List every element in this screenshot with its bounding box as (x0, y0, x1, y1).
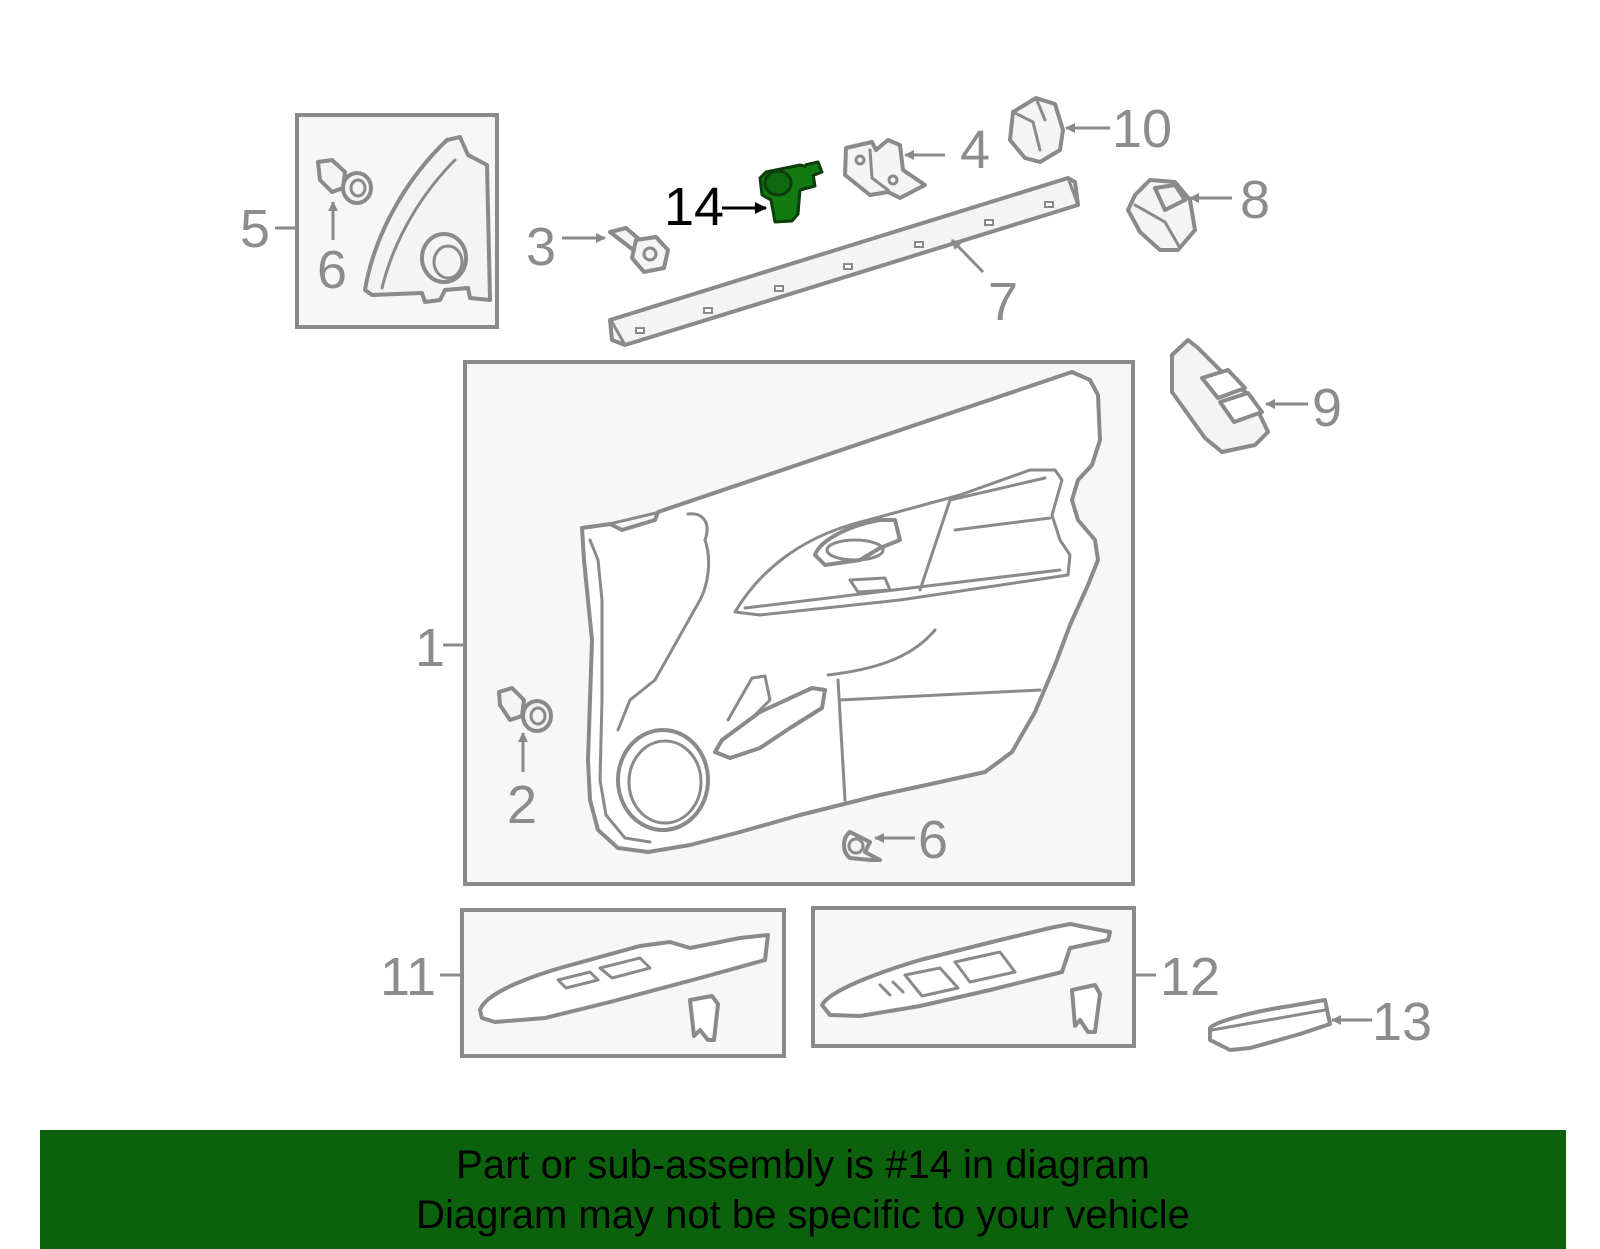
label-9: 9 (1312, 378, 1342, 438)
label-2: 2 (507, 775, 537, 835)
switch-part-10 (1008, 96, 1065, 164)
label-4: 4 (960, 120, 990, 180)
banner-line-1: Part or sub-assembly is #14 in diagram (456, 1143, 1150, 1187)
banner-line-2: Diagram may not be specific to your vehi… (416, 1193, 1190, 1237)
armrest-pad-part-13 (1208, 998, 1332, 1052)
label-3: 3 (526, 217, 556, 277)
armrest-base-part-12 (820, 922, 1112, 1034)
window-switch-part-9 (1170, 338, 1270, 454)
armrest-base-part-11 (478, 933, 770, 1042)
weatherstrip-part-7 (608, 176, 1080, 347)
label-8: 8 (1240, 170, 1270, 230)
label-6-top: 6 (317, 240, 347, 300)
label-10: 10 (1112, 99, 1172, 159)
label-12: 12 (1160, 947, 1220, 1007)
bracket-part-4 (843, 138, 927, 200)
label-5: 5 (240, 199, 270, 259)
door-trim-panel (497, 370, 1102, 862)
label-14: 14 (664, 177, 724, 237)
bolt-part-3 (608, 226, 670, 274)
label-6-bottom: 6 (918, 810, 948, 870)
switch-part-8 (1126, 178, 1197, 252)
info-banner: Part or sub-assembly is #14 in diagram D… (40, 1130, 1566, 1249)
tweeter-cover-group (295, 113, 499, 329)
label-11: 11 (380, 947, 436, 1007)
label-1: 1 (415, 618, 445, 678)
label-7: 7 (988, 272, 1018, 332)
label-13: 13 (1372, 992, 1432, 1052)
highlighted-part-14 (758, 160, 824, 224)
